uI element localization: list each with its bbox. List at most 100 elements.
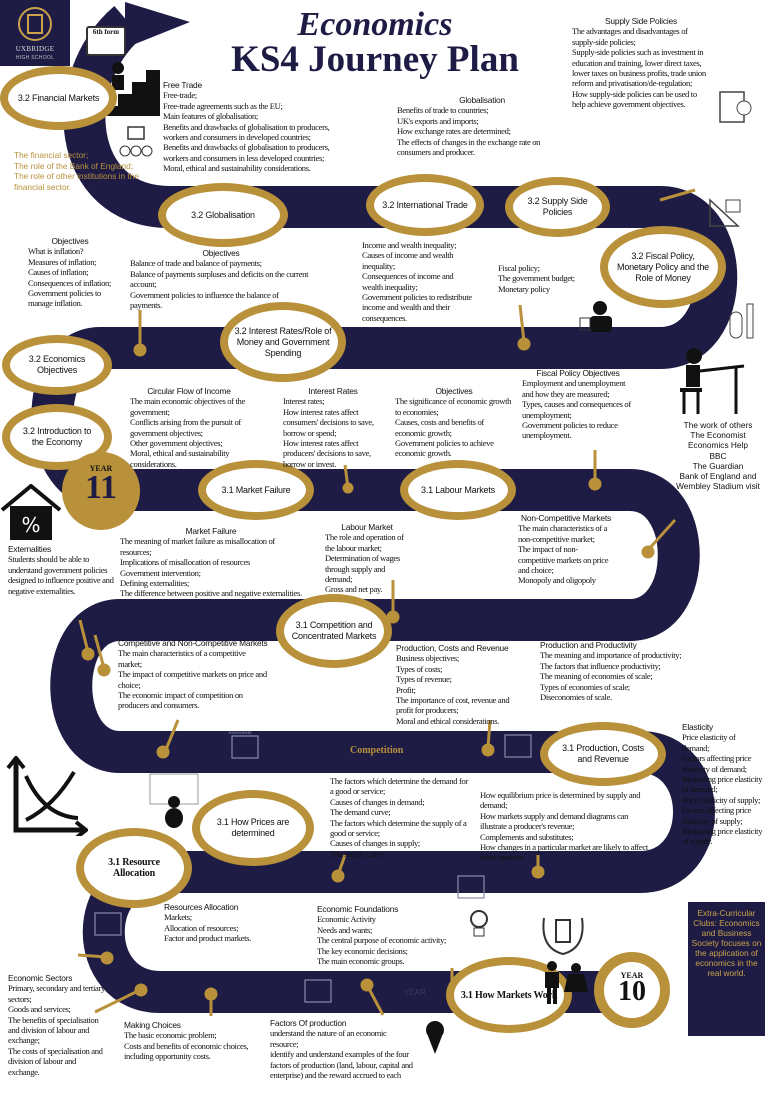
block-title: Non-Competitive Markets: [521, 513, 611, 523]
block-line: Markets;: [164, 912, 192, 923]
topic-financial-markets[interactable]: 3.2 Financial Markets: [0, 66, 117, 130]
block-title: Externalities: [8, 544, 52, 554]
topic-fiscal-monetary-policy[interactable]: 3.2 Fiscal Policy, Monetary Policy and t…: [600, 226, 726, 308]
band-competition-label: Competition: [350, 745, 404, 756]
block-line: Moral and ethical considerations.: [396, 715, 499, 726]
supply-demand-graph-icon: [6, 756, 88, 836]
financial-sector-line: The role of the Bank of England;: [14, 160, 134, 171]
topic-market-failure[interactable]: 3.1 Market Failure: [198, 460, 314, 520]
block-line: Causes of inflation;: [28, 267, 89, 278]
topic-supply-side-policies[interactable]: 3.2 Supply Side Policies: [505, 177, 610, 237]
block-line: Factors affecting price elasticity of de…: [682, 753, 752, 774]
block-line: Measures of inflation;: [28, 256, 97, 267]
block-line: The role and operation of the labour mar…: [325, 532, 404, 553]
extra-curricular-text: Extra-Curricular Clubs: Economics and Bu…: [691, 908, 762, 978]
block-line: The meaning of market failure as misallo…: [120, 536, 275, 557]
block-line: Business objectives;: [396, 653, 459, 664]
block-title: Free Trade: [163, 80, 202, 90]
block-line: Goods and services;: [8, 1004, 71, 1015]
topic-economics-objectives[interactable]: 3.2 Economics Objectives: [2, 335, 112, 395]
year-10-number: 10: [618, 976, 646, 1007]
feedback-faces-icon: [119, 126, 153, 157]
block-line: Government intervention;: [120, 567, 201, 578]
presenter-icon: [579, 301, 612, 332]
extra-curricular-box: Extra-Curricular Clubs: Economics and Bu…: [688, 902, 765, 1036]
block-line: Diseconomies of scale.: [540, 692, 612, 703]
stairs-climber-icon: [104, 62, 160, 116]
block-title: Objectives: [435, 386, 473, 396]
topic-interest-rates[interactable]: 3.2 Interest Rates/Role of Money and Gov…: [220, 302, 346, 382]
lightbulb-gear-icon: [470, 910, 488, 937]
block-line: How equilibrium price is determined by s…: [480, 790, 641, 811]
block-line: The factors which determine the supply o…: [330, 817, 467, 839]
block-line: Free-trade;: [163, 90, 197, 101]
block-line: The meaning and importance of productivi…: [540, 650, 682, 661]
block-line: Profit;: [396, 684, 416, 695]
financial-sector-line: The financial sector;: [14, 150, 89, 160]
block-line: Balance of payments surpluses and defici…: [130, 268, 309, 290]
block-line: The supply curve.: [330, 848, 386, 859]
content-block-demand-supply: The factors which determine the demand f…: [330, 776, 470, 859]
block-line: The demand curve;: [330, 807, 391, 818]
topic-resource-allocation[interactable]: 3.1 Resource Allocation: [76, 828, 192, 908]
block-line: The key economic decisions;: [317, 945, 408, 956]
block-line: The main economic groups.: [317, 956, 405, 967]
block-title: Competitive and Non-Competitive Markets: [118, 638, 268, 648]
block-line: The factors which determine the demand f…: [330, 776, 469, 797]
band-year-label: YEAR: [404, 988, 426, 997]
block-line: How supply-side policies can be used to …: [572, 88, 697, 110]
topic-how-prices-determined[interactable]: 3.1 How Prices are determined: [192, 790, 314, 866]
house-percent-icon: %: [0, 484, 62, 540]
block-line: The government budget;: [498, 273, 575, 284]
block-title: Globalisation: [459, 95, 505, 105]
topic-competition-concentrated-markets[interactable]: 3.1 Competition and Concentrated Markets: [276, 594, 392, 668]
year-11-number: 11: [84, 469, 118, 506]
content-block-equilibrium: How equilibrium price is determined by s…: [480, 790, 652, 863]
block-line: How interest rates affect consumers' dec…: [283, 406, 374, 438]
topic-labour-markets[interactable]: 3.1 Labour Markets: [400, 460, 516, 520]
block-line: Primary, secondary and tertiary sectors;: [8, 983, 105, 1004]
block-line: Income and wealth inequality;: [362, 240, 457, 250]
topic-international-trade[interactable]: 3.2 International Trade: [366, 174, 484, 236]
block-line: Government policies to reduce unemployme…: [522, 420, 618, 441]
block-line: The economic impact of competition on pr…: [118, 690, 243, 711]
block-line: Allocation of resources;: [164, 922, 239, 933]
block-title: Production, Costs and Revenue: [396, 643, 509, 653]
title-journey-plan: KS4 Journey Plan: [231, 39, 519, 80]
block-line: What is inflation?: [28, 246, 84, 257]
block-line: Benefits and drawbacks of globalisation …: [163, 142, 330, 163]
block-line: The benefits of specialisation and divis…: [8, 1014, 99, 1046]
block-line: Monopoly and oligopoly: [518, 575, 596, 586]
block-line: Moral, ethical and sustainability consid…: [163, 163, 311, 174]
block-line: The effects of changes in the exchange r…: [397, 136, 541, 158]
block-title: Market Failure: [185, 526, 237, 536]
block-line: Interest rates;: [283, 396, 325, 407]
block-line: Moral, ethical and sustainability consid…: [130, 448, 230, 469]
topic-production-costs-revenue[interactable]: 3.1 Production, Costs and Revenue: [540, 722, 666, 786]
year-11-label: YEAR: [89, 464, 113, 473]
block-line: Gross and net pay.: [325, 584, 383, 595]
block-line: Government policies to manage inflation.: [28, 288, 101, 309]
block-line: How markets supply and demand diagrams c…: [480, 810, 629, 832]
block-title: Economic Sectors: [8, 973, 73, 983]
block-line: Main features of globalisation;: [163, 111, 258, 122]
block-line: Types of revenue;: [396, 674, 452, 685]
sixth-form-certificate-icon: 6th form: [86, 26, 126, 56]
topic-globalisation[interactable]: 3.2 Globalisation: [158, 183, 288, 247]
content-block-fiscal-policy: Fiscal policy;The government budget;Mone…: [498, 263, 594, 294]
block-line: Benefits and drawbacks of globalisation …: [163, 121, 330, 143]
topic-introduction-economy[interactable]: 3.2 Introduction to the Economy: [2, 404, 112, 470]
work-of-others-title: The work of others: [683, 420, 753, 430]
block-title: Circular Flow of Income: [147, 386, 231, 396]
block-title: Resources Allocation: [164, 902, 239, 912]
